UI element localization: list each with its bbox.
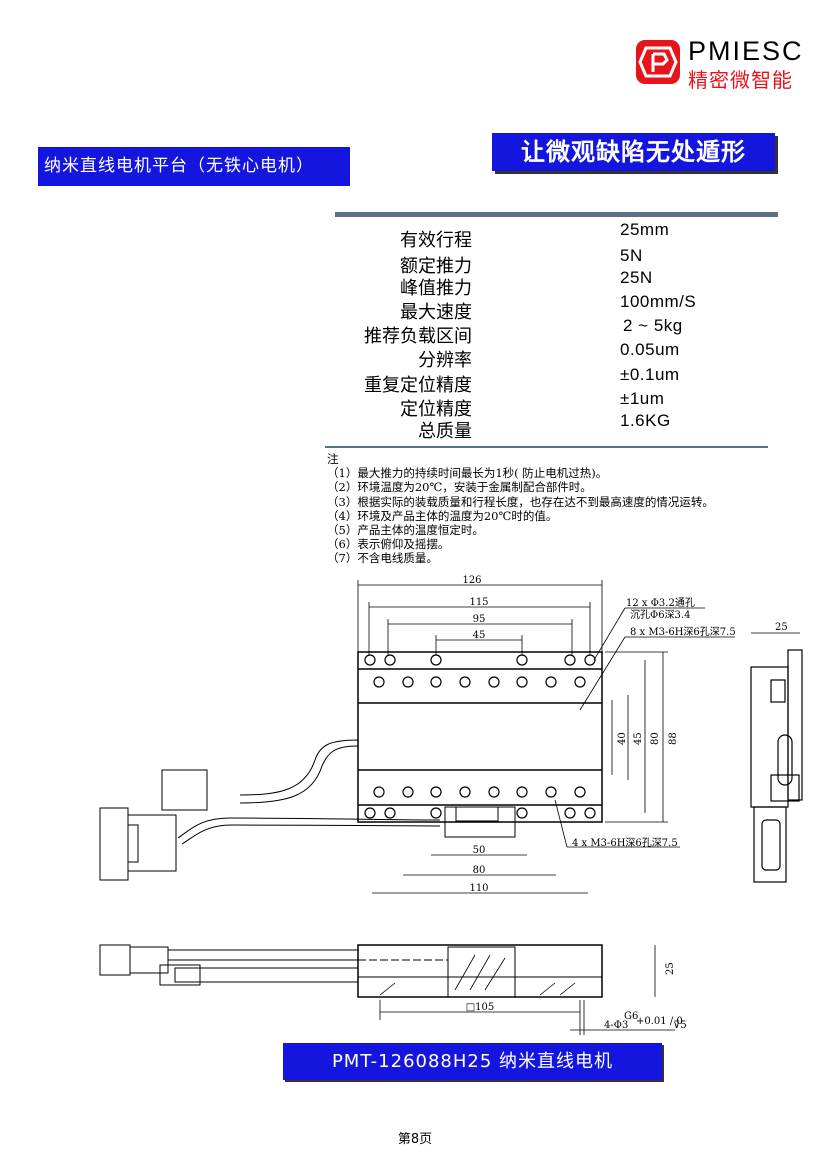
spec-label: 分辨率 (418, 350, 472, 371)
callout-counterbore: 沉孔Φ6深3.4 (630, 608, 690, 621)
dim-25-side: 25 (775, 622, 788, 633)
note-item: （3）根据实际的装载质量和行程长度，也存在达不到最高速度的情况运转。 (327, 494, 714, 509)
note-item: （5）产品主体的温度恒定时。 (327, 523, 484, 538)
page-number: 第8页 (397, 1132, 433, 1147)
side-view (750, 632, 803, 883)
spec-value: ±1um (620, 389, 665, 408)
dim-105: □105 (466, 1002, 495, 1013)
spec-divider-top (335, 212, 778, 217)
section-title: 纳米直线电机平台（无铁心电机） (38, 147, 350, 186)
spec-label: 有效行程 (400, 230, 472, 251)
callout-m3-8: 8 x M3-6H深6孔深7.5 (630, 626, 736, 638)
spec-divider-bottom (325, 446, 768, 448)
spec-label: 重复定位精度 (364, 375, 472, 396)
dim-40: 40 (617, 732, 628, 745)
spec-label: 推荐负载区间 (364, 326, 472, 347)
model-caption: PMT-126088H25 纳米直线电机 (283, 1043, 662, 1080)
top-dimensions (357, 580, 735, 894)
spec-row: 总质量 1.6KG (330, 411, 770, 442)
spec-value: 5N (620, 246, 643, 265)
spec-row: 有效行程 25mm (330, 220, 770, 251)
tolerance-values: +0.01 / 0 (636, 1016, 683, 1027)
brand-name-en: PMIESC (688, 36, 804, 66)
note-item: （7）不含电线质量。 (327, 551, 438, 566)
slogan-banner: 让微观缺陷无处遁形 (492, 133, 775, 171)
spec-value: ±0.1um (620, 365, 680, 384)
dim-80-vertical: 80 (650, 732, 661, 745)
callout-m3-4: 4 x M3-6H深6孔深7.5 (572, 837, 678, 849)
logo-icon (636, 40, 680, 84)
spec-label: 最大速度 (400, 302, 472, 323)
dim-45-vertical: 45 (633, 732, 644, 745)
dim-45: 45 (473, 630, 486, 641)
spec-value: 100mm/S (620, 292, 697, 311)
depth-spec: ⊽5 (673, 1020, 687, 1031)
dim-80: 80 (473, 865, 486, 876)
spec-label: 额定推力 (400, 256, 472, 277)
note-item: （1）最大推力的持续时间最长为1秒( 防止电机过热)。 (327, 466, 608, 481)
note-item: （4）环境及产品主体的温度为20℃时的值。 (327, 508, 558, 523)
spec-value: 1.6KG (620, 411, 671, 430)
dim-88: 88 (668, 732, 679, 745)
dim-50: 50 (473, 845, 486, 856)
brand-name-cn: 精密微智能 (688, 68, 793, 92)
spec-row: 峰值推力 25N (330, 268, 770, 299)
front-view (99, 944, 675, 1035)
dim-95: 95 (473, 614, 486, 625)
note-item: （2）环境温度为20℃，安装于金属制配合部件时。 (327, 480, 592, 495)
spec-row: 定位精度 ±1um (330, 389, 770, 420)
spec-label: 总质量 (418, 421, 472, 442)
tolerance-g6: G6 (624, 1011, 638, 1022)
dim-25-front: 25 (665, 962, 676, 975)
callout-through-holes: 12 x Φ3.2通孔 (626, 597, 695, 609)
dim-126: 126 (462, 575, 481, 586)
spec-row: 推荐负载区间 2 ~ 5kg (330, 316, 770, 347)
spec-row: 额定推力 5N (330, 246, 770, 277)
spec-row: 重复定位精度 ±0.1um (330, 365, 770, 396)
technical-drawing: 126 115 95 45 12 x Φ3.2通孔 沉孔Φ6深3.4 8 x M… (99, 575, 803, 1035)
dim-115: 115 (469, 597, 488, 608)
spec-value: 25mm (620, 220, 670, 239)
spec-label: 定位精度 (400, 399, 472, 420)
hole-spec: 4-Φ3 (604, 1020, 628, 1031)
spec-value: 0.05um (620, 340, 680, 359)
spec-value: 2 ~ 5kg (623, 316, 683, 335)
spec-value: 25N (620, 268, 653, 287)
notes-title: 注 (327, 452, 339, 466)
dim-110: 110 (469, 883, 488, 894)
notes: 注 （1）最大推力的持续时间最长为1秒( 防止电机过热)。 （2）环境温度为20… (327, 452, 714, 566)
spec-row: 最大速度 100mm/S (330, 292, 770, 323)
spec-label: 峰值推力 (400, 278, 472, 299)
top-view (99, 651, 603, 881)
spec-row: 分辨率 0.05um (330, 340, 770, 371)
note-item: （6）表示俯仰及摇摆。 (327, 537, 450, 552)
